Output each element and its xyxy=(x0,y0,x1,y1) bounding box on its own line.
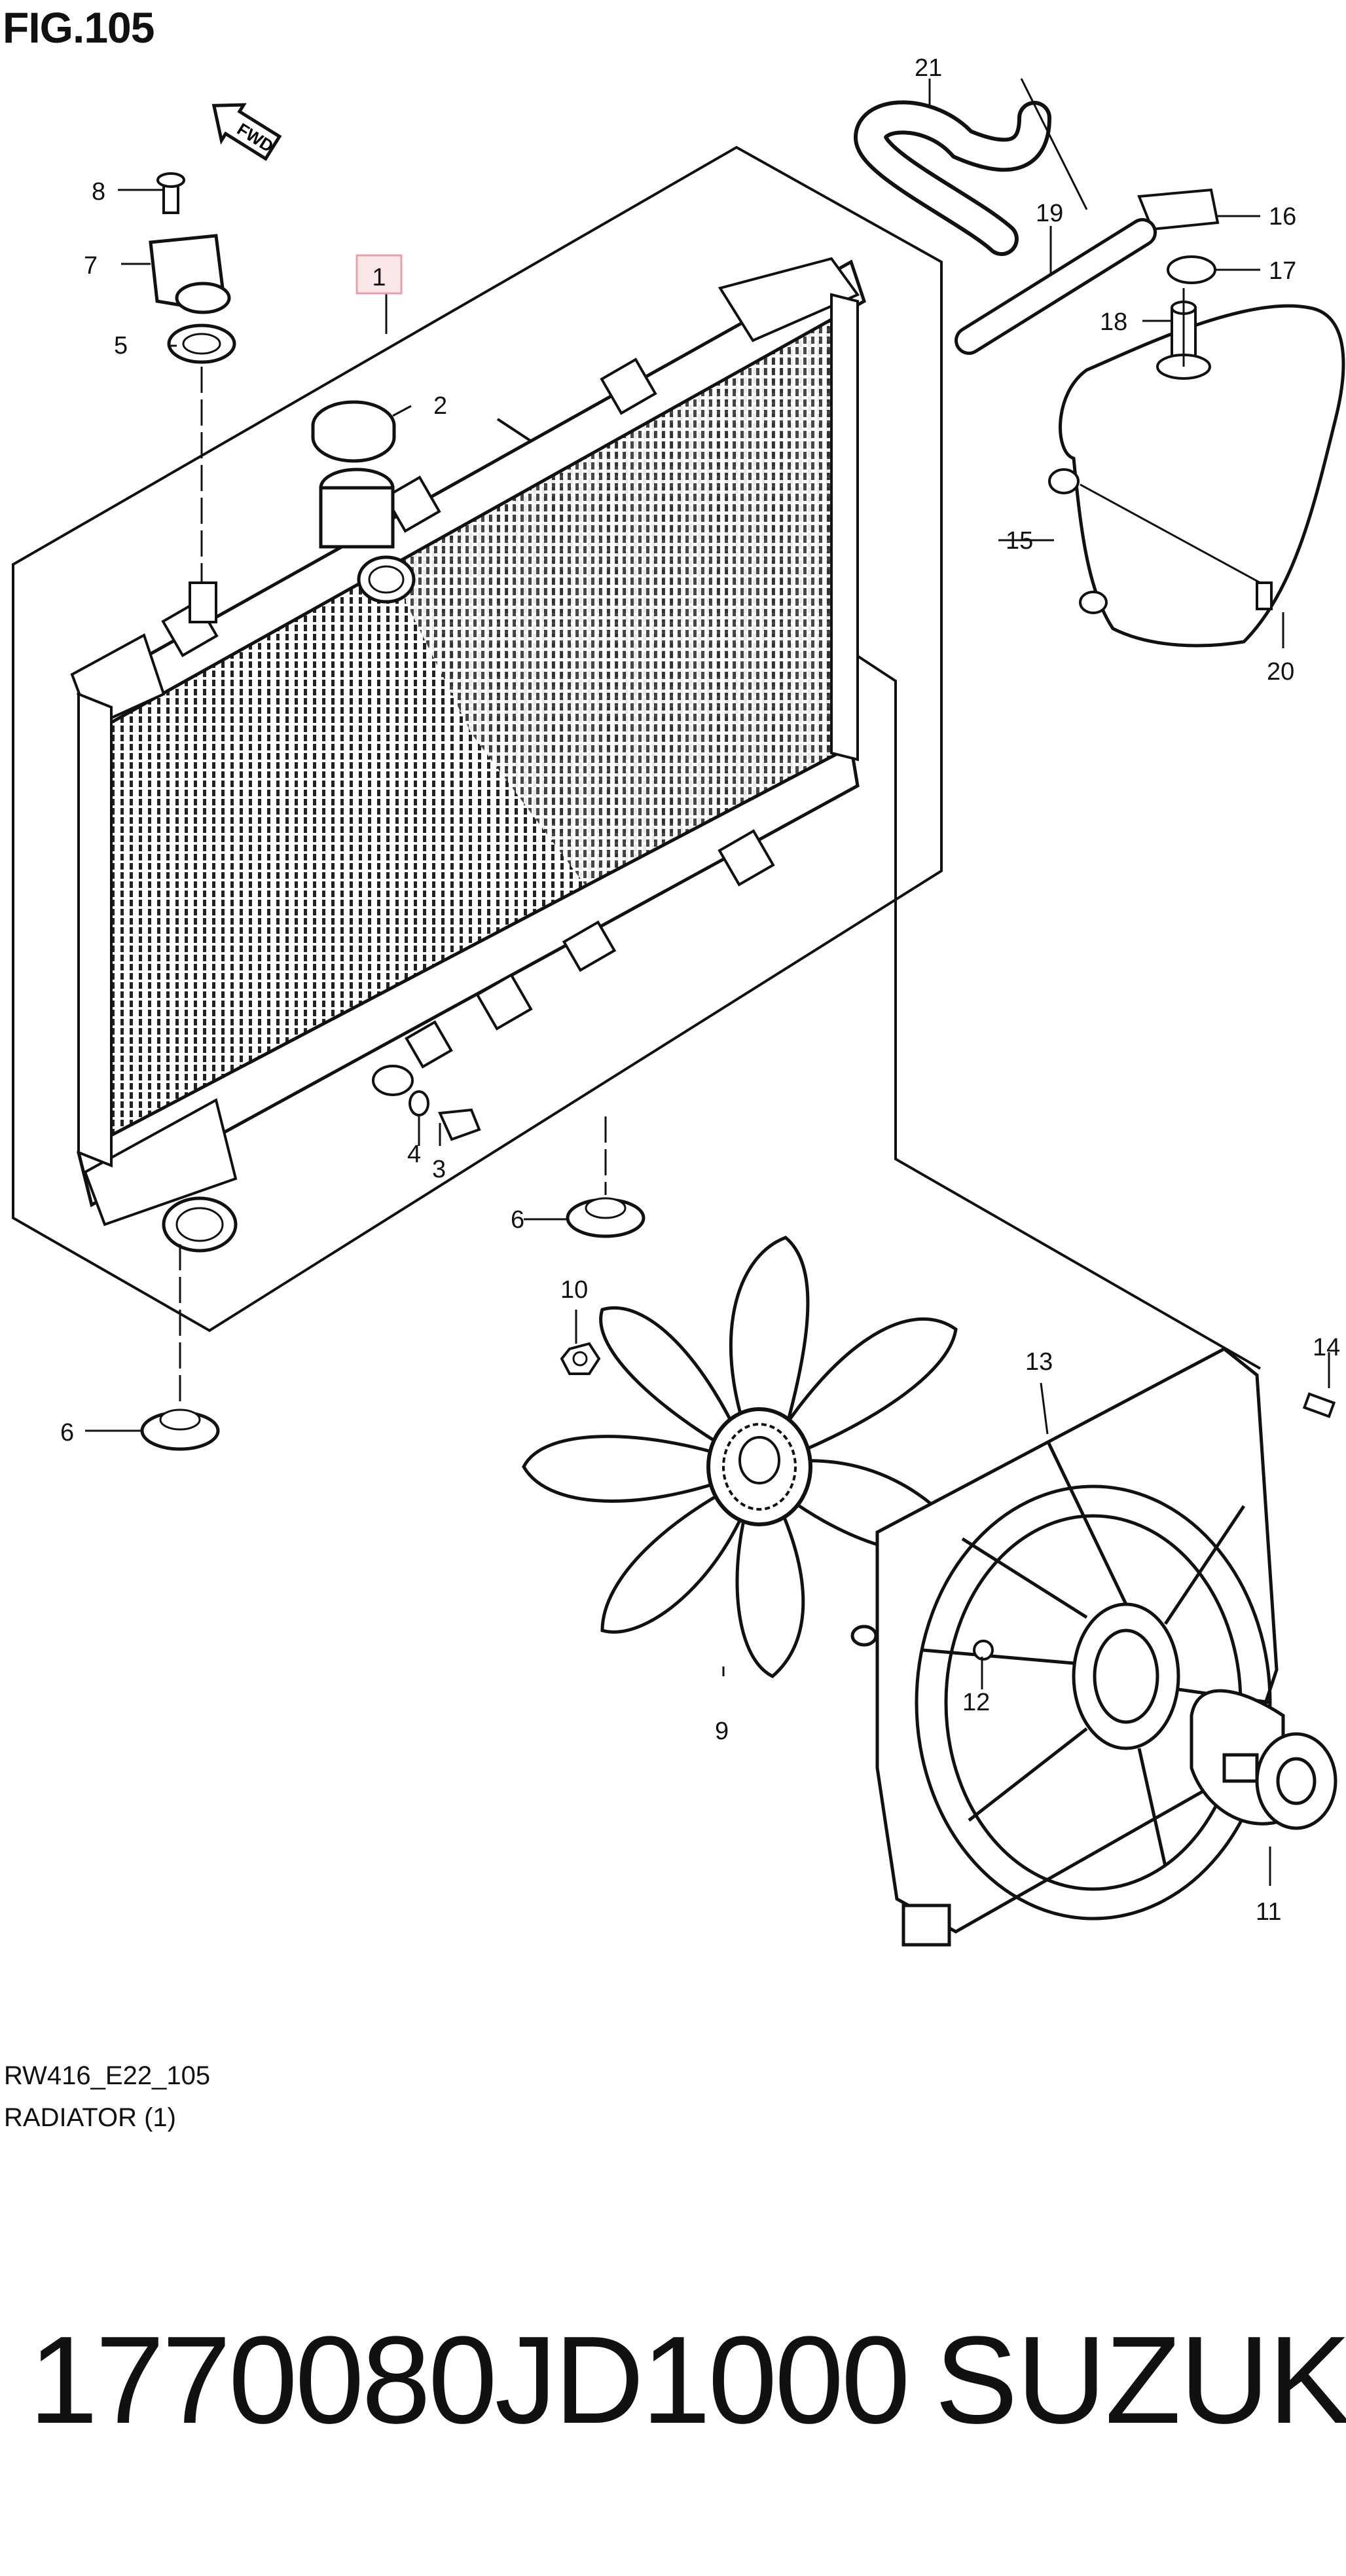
callout-1: 1 xyxy=(372,264,386,291)
part-number: 1770080JD1000 xyxy=(29,2311,911,2450)
callout-19: 19 xyxy=(1036,200,1063,227)
callout-12: 12 xyxy=(962,1689,990,1716)
callout-17: 17 xyxy=(1269,257,1296,285)
reservoir-tank xyxy=(853,100,1345,648)
callout-2: 2 xyxy=(433,392,447,420)
callout-8: 8 xyxy=(92,178,105,206)
section-name: RADIATOR (1) xyxy=(4,2103,176,2132)
lower-cushions xyxy=(140,1197,646,1451)
callout-labels: 1 2 3 4 5 6 6 7 8 9 10 11 12 13 14 15 16… xyxy=(60,54,1340,1926)
callout-4: 4 xyxy=(407,1141,421,1168)
leader-lines xyxy=(85,78,1330,1886)
drain-plug xyxy=(409,1090,481,1141)
radiator-cap xyxy=(311,400,396,463)
callout-5: 5 xyxy=(114,332,128,359)
callout-11: 11 xyxy=(1256,1898,1281,1926)
callout-20: 20 xyxy=(1267,658,1294,686)
callout-14: 14 xyxy=(1313,1334,1340,1361)
figure-title: FIG.105 xyxy=(3,3,155,52)
upper-mount-parts xyxy=(149,172,236,364)
callout-21: 21 xyxy=(915,54,942,82)
radiator-assembly-outline xyxy=(12,145,943,1333)
callout-6a: 6 xyxy=(511,1206,524,1234)
radiator-core xyxy=(70,257,867,1253)
callout-15: 15 xyxy=(1006,527,1033,555)
fwd-arrow-icon: FWD xyxy=(211,103,282,161)
fan-motor xyxy=(1190,1689,1337,1830)
callout-3: 3 xyxy=(432,1156,446,1183)
highlight-box xyxy=(355,254,403,295)
radiator-drawing: FWD xyxy=(12,54,1345,1947)
callout-18: 18 xyxy=(1100,308,1127,336)
callout-6b: 6 xyxy=(60,1419,74,1446)
callout-9: 9 xyxy=(715,1718,729,1745)
footer xyxy=(0,2148,1346,2576)
brand-name: SUZUKI xyxy=(935,2311,1346,2450)
callout-10: 10 xyxy=(560,1276,588,1304)
parts-diagram: FIG.105 FWD xyxy=(3,3,1345,2132)
callout-13: 13 xyxy=(1025,1348,1053,1376)
fan-nut xyxy=(560,1342,601,1375)
callout-7: 7 xyxy=(84,252,98,280)
shroud-bolts xyxy=(973,1392,1336,1661)
fan-shroud xyxy=(850,1347,1279,1947)
drawing-code: RW416_E22_105 xyxy=(4,2061,211,2090)
callout-16: 16 xyxy=(1269,203,1296,230)
cooling-fan xyxy=(522,1236,965,1678)
